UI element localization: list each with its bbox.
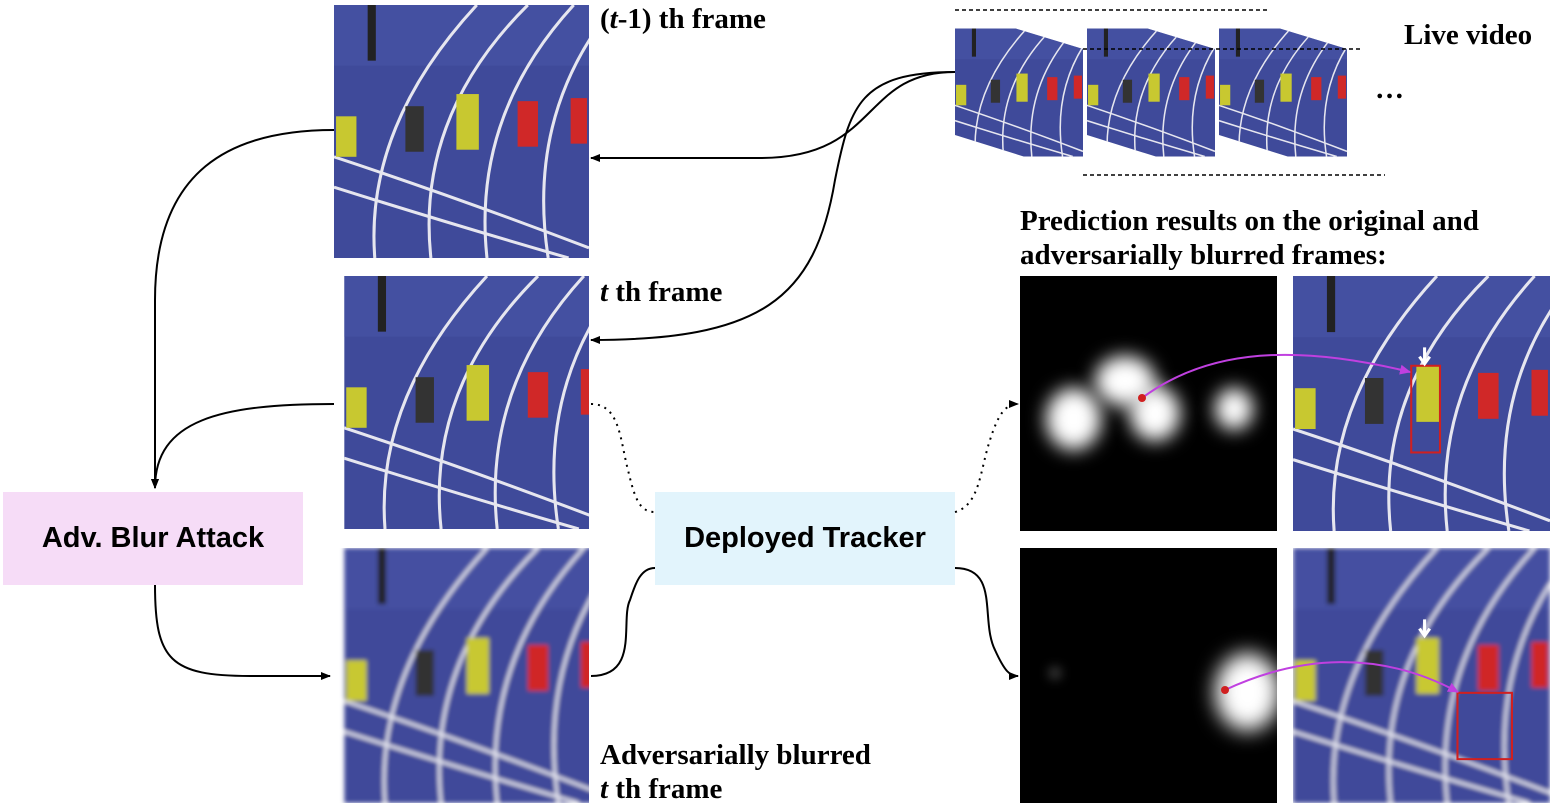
original-heatmap (1020, 276, 1277, 531)
adv-blur-attack-label: Adv. Blur Attack (41, 522, 265, 554)
prev-frame-caption: (t-1) th frame (600, 3, 766, 35)
curr-to-attack-arrow (151, 403, 335, 489)
deployed-tracker-box: Deployed Tracker (655, 492, 955, 585)
blurred-to-tracker-line (590, 567, 656, 677)
tracker-to-heatmap-dotted (954, 400, 1019, 513)
adv-blurred-caption-line1: Adversarially blurred (600, 739, 871, 771)
curr-frame-image (334, 276, 589, 529)
deployed-tracker-label: Deployed Tracker (684, 522, 926, 554)
attack-to-blurred-arrow (154, 584, 331, 680)
live-video-frames (955, 9, 1385, 176)
curr-to-tracker-dotted (590, 403, 656, 513)
original-result-image (1293, 276, 1550, 531)
adv-blurred-caption-line2: t th frame (600, 773, 723, 805)
prev-to-attack-arrow (151, 129, 335, 489)
blurred-result-image (1293, 548, 1550, 803)
ellipsis: … (1375, 73, 1404, 105)
blurred-heatmap (1020, 548, 1277, 803)
prediction-caption-line1: Prediction results on the original and (1020, 205, 1479, 237)
prev-frame-image (334, 5, 589, 258)
adv-blur-attack-box: Adv. Blur Attack (3, 492, 303, 585)
prediction-caption-line2: adversarially blurred frames: (1020, 239, 1387, 271)
blurred-frame-image (334, 548, 589, 803)
tracker-to-blurred-heatmap-arrow (954, 567, 1019, 680)
live-video-caption: Live video (1404, 19, 1533, 51)
curr-frame-caption: t th frame (600, 276, 723, 308)
live-to-prev-arrow (590, 71, 956, 162)
